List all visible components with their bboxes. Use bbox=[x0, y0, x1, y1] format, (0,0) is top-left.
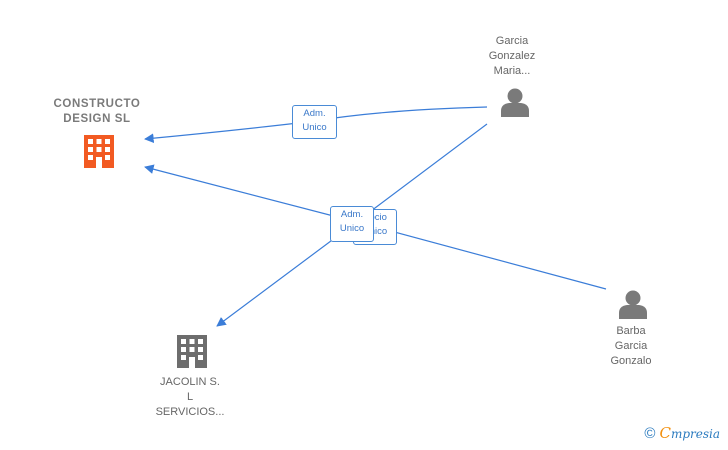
person-icon[interactable] bbox=[501, 88, 529, 118]
copyright-icon: © bbox=[644, 424, 656, 442]
edge-label-adm-unico: Adm. Unico bbox=[330, 206, 374, 242]
building-icon[interactable] bbox=[84, 135, 114, 168]
company-name-constructo[interactable]: CONSTRUCTO DESIGN SL bbox=[53, 98, 141, 125]
brand-logo[interactable]: Cmpresia bbox=[659, 424, 720, 442]
footer-branding: © Cmpresia bbox=[644, 424, 720, 442]
brand-logo-initial: C bbox=[659, 424, 671, 442]
edge-label-adm-unico: Adm. Unico bbox=[292, 105, 337, 139]
building-icon[interactable] bbox=[177, 335, 207, 368]
person-icon[interactable] bbox=[619, 290, 647, 320]
person-name-barba[interactable]: Barba Garcia Gonzalo bbox=[610, 325, 652, 367]
person-name-garcia[interactable]: Garcia Gonzalez Maria... bbox=[488, 35, 536, 77]
company-name-jacolin[interactable]: JACOLIN S. L SERVICIOS... bbox=[155, 376, 225, 418]
brand-logo-text: mpresia bbox=[670, 427, 720, 441]
